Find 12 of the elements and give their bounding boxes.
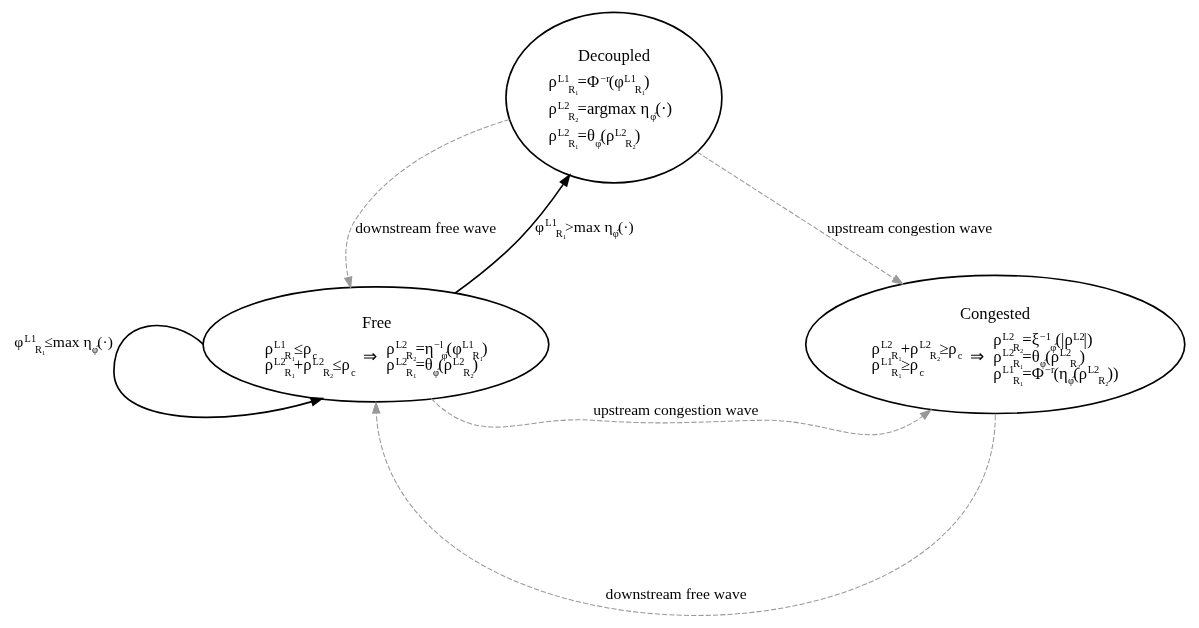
arrow bbox=[696, 151, 905, 285]
edge-label: downstream free wave bbox=[355, 218, 497, 236]
arrow bbox=[343, 118, 510, 290]
edge-label: upstream congestion wave bbox=[593, 401, 759, 419]
edge-label: upstream congestion wave bbox=[826, 218, 993, 236]
node-ellipse: Free ρ$^{L1}$$_{R₁}$≤ρ$_{c}$ ρ$^{L2}$$_{R₁}$+ρ$^{L2}$$_{R₂}$≤ρ$_{c}$ ⇒ ρ$^{L2}$$_{R₂}$=η$^{−l}$$_{φ̂}$(φ$^{L1}$$_{R₁}$) ρ$^{L2}$$_{R₁}$=θ$_{φ̂}$(ρ$^{L2}$$_{R₂}$) bbox=[202, 286, 550, 403]
edge-label: downstream free wave bbox=[605, 585, 747, 603]
arrow bbox=[430, 397, 933, 436]
edge-label: φ$^{L1}$$_{R₁}$≤max η$_{φ̂}$(·) bbox=[14, 332, 113, 355]
arrow bbox=[454, 173, 571, 295]
arrow bbox=[113, 324, 325, 419]
arrow bbox=[371, 401, 996, 616]
